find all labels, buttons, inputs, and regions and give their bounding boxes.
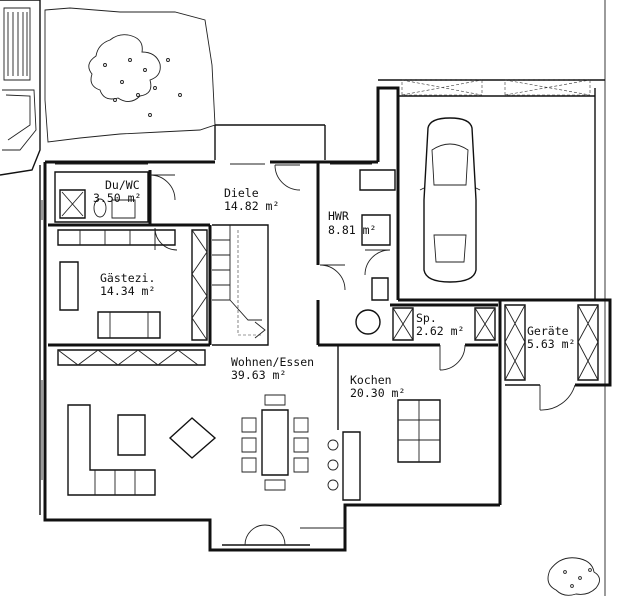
parked-car-top-left xyxy=(0,0,41,176)
room-area: 14.34 m² xyxy=(100,284,155,298)
parked-car-garage xyxy=(419,117,481,283)
interior-walls xyxy=(48,162,498,430)
room-name: Geräte xyxy=(527,324,569,338)
room-area: 39.63 m² xyxy=(231,368,286,382)
guest-room-furniture xyxy=(57,229,208,341)
garden-bush-area xyxy=(44,7,216,143)
room-name: Kochen xyxy=(350,373,392,387)
room-name: HWR xyxy=(328,209,349,223)
room-label-diele: Diele 14.82 m² xyxy=(224,186,279,213)
kitchen-furniture xyxy=(327,399,441,501)
room-area: 5.63 m² xyxy=(527,337,575,351)
room-area: 2.62 m² xyxy=(416,324,464,338)
room-area: 3.50 m² xyxy=(93,191,141,205)
living-dining-furniture xyxy=(57,349,309,496)
room-label-hwr: HWR 8.81 m² xyxy=(328,209,376,237)
staircase xyxy=(212,224,269,346)
exterior-walls xyxy=(39,86,500,552)
garage-door-dashed xyxy=(401,79,591,96)
room-label-wohnen-essen: Wohnen/Essen 39.63 m² xyxy=(231,355,314,382)
room-area: 14.82 m² xyxy=(224,199,279,213)
room-name: Gästezi. xyxy=(100,271,155,285)
room-name: Du/WC xyxy=(105,178,140,192)
room-label-kochen: Kochen 20.30 m² xyxy=(350,373,405,400)
room-label-geraete: Geräte 5.63 m² xyxy=(527,324,575,351)
room-name: Wohnen/Essen xyxy=(231,355,314,369)
geraete-room xyxy=(500,298,612,411)
shrub-bottom-right xyxy=(547,557,600,596)
room-area: 20.30 m² xyxy=(350,386,405,400)
bathroom-fixtures xyxy=(59,189,136,219)
room-label-du-wc: Du/WC 3.50 m² xyxy=(93,178,141,205)
room-name: Diele xyxy=(224,186,259,200)
room-label-speisekammer: Sp. 2.62 m² xyxy=(416,311,464,338)
room-name: Sp. xyxy=(416,311,437,325)
garage xyxy=(378,79,605,505)
room-label-gaestezimmer: Gästezi. 14.34 m² xyxy=(100,271,155,298)
room-area: 8.81 m² xyxy=(328,223,376,237)
windows xyxy=(41,163,372,529)
